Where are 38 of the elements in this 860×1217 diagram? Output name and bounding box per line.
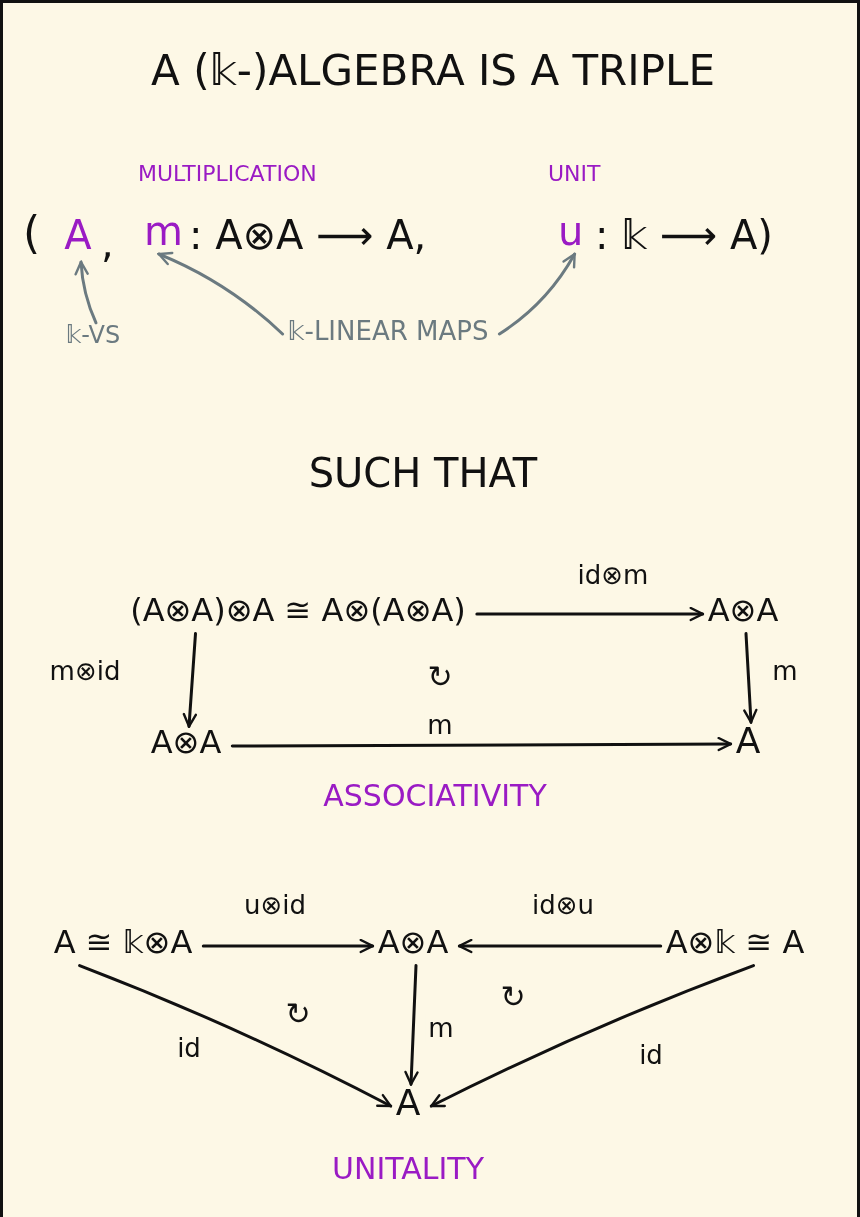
caption: UNITALITY bbox=[332, 1151, 484, 1185]
curved-arrow bbox=[497, 252, 577, 336]
curved-arrow bbox=[78, 964, 393, 1108]
arrow bbox=[475, 606, 705, 622]
curved-arrow bbox=[157, 251, 285, 336]
math-expression: A⊗A bbox=[369, 923, 457, 963]
math-expression: : 𝕜 ⟶ A) bbox=[595, 213, 773, 257]
annotation: 𝕜-VS bbox=[57, 319, 129, 351]
math-expression: A ≅ 𝕜⊗A bbox=[45, 923, 201, 963]
math-symbol: u bbox=[558, 211, 584, 251]
annotation-heading: MULTIPLICATION bbox=[138, 163, 317, 185]
arrow bbox=[404, 964, 419, 1086]
math-expression: A⊗A bbox=[142, 723, 230, 763]
commutes-symbol: ↻ bbox=[285, 996, 311, 1030]
arrow bbox=[230, 736, 733, 752]
arrow bbox=[743, 632, 758, 724]
math-expression: : A⊗A ⟶ A, bbox=[189, 213, 427, 257]
math-expression: A bbox=[56, 211, 100, 259]
curved-arrow bbox=[74, 260, 98, 325]
math-expression: A⊗𝕜 ≅ A bbox=[657, 923, 813, 963]
commutes-symbol: ↻ bbox=[427, 659, 453, 693]
curved-arrow bbox=[429, 964, 755, 1108]
heading: SUCH THAT bbox=[308, 451, 538, 495]
math-symbol: m bbox=[144, 211, 183, 251]
math-expression: A⊗A bbox=[699, 591, 787, 631]
annotation-heading: UNIT bbox=[548, 163, 601, 185]
math-expression: , bbox=[101, 221, 114, 265]
math-expression: (A⊗A)⊗A ≅ A⊗(A⊗A) bbox=[122, 591, 474, 631]
math-expression: A bbox=[387, 1081, 429, 1125]
arrow bbox=[201, 938, 375, 954]
arrow bbox=[457, 938, 663, 954]
commutes-symbol: ↻ bbox=[500, 979, 526, 1013]
math-expression: A bbox=[727, 719, 769, 763]
caption: ASSOCIATIVITY bbox=[323, 778, 547, 812]
title: A (𝕜-)ALGEBRA IS A TRIPLE bbox=[151, 47, 715, 95]
annotation: 𝕜-LINEAR MAPS bbox=[279, 314, 497, 348]
arrow bbox=[182, 632, 197, 728]
math-expression: ( bbox=[23, 208, 41, 258]
